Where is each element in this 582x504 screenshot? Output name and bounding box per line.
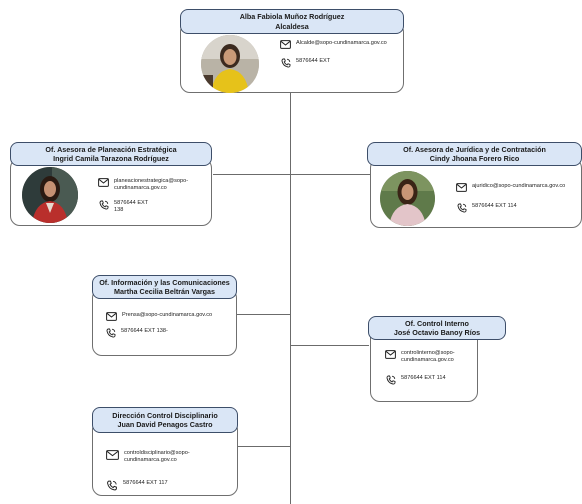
envelope-icon (385, 350, 396, 362)
email-text[interactable]: Prensa@sopo-cundinamarca.gov.co (122, 312, 213, 318)
email-text[interactable]: controlinterno@sopo-cundinamarca.gov.co (401, 350, 455, 364)
node-role: Of. Información y las Comunicaciones (99, 277, 230, 287)
phone-icon (281, 58, 291, 71)
node-name: Juan David Penagos Castro (117, 420, 213, 429)
node-role: Dirección Control Disciplinario (112, 410, 218, 420)
header-comunicaciones: Of. Información y las Comunicaciones Mar… (92, 275, 237, 299)
phone-icon (457, 203, 467, 216)
phone-row: 5876644 EXT (281, 58, 391, 71)
trunk-line (290, 92, 291, 504)
phone-row: 5876644 EXT 138- (106, 328, 216, 341)
node-role: Of. Asesora de Planeación Estratégica (45, 144, 177, 154)
photo-mayor (201, 35, 259, 93)
envelope-icon (98, 178, 109, 190)
email-row: Alcalde@sopo-cundinamarca.gov.co (280, 40, 400, 52)
header-mayor: Alba Fabiola Muñoz Rodríguez Alcaldesa (180, 9, 404, 34)
phone-row: 5876644 EXT 114 (457, 203, 567, 216)
email-text[interactable]: ajuridico@sopo-cundinamarca.gov.co (472, 183, 566, 189)
phone-icon (386, 375, 396, 388)
node-name: Cindy Jhoana Forero Rico (429, 154, 520, 163)
phone-row: 5876644 EXT 138 (99, 200, 149, 214)
node-role: Of. Control Interno (405, 318, 469, 328)
connector-planeacion (213, 174, 290, 175)
envelope-icon (106, 450, 119, 463)
phone-text: 5876644 EXT (296, 58, 331, 64)
connector-disciplinario (238, 446, 290, 447)
email-text[interactable]: controldisciplinario@sopo-cundinamarca.g… (124, 450, 190, 464)
envelope-icon (456, 183, 467, 195)
header-juridica: Of. Asesora de Jurídica y de Contratació… (367, 142, 582, 166)
email-row: ajuridico@sopo-cundinamarca.gov.co (456, 183, 580, 195)
envelope-icon (106, 312, 117, 324)
email-text[interactable]: planeacionestrategica@sopo-cundinamarca.… (114, 178, 189, 192)
node-name: José Octavio Banoy Ríos (393, 328, 481, 337)
header-planeacion: Of. Asesora de Planeación Estratégica In… (10, 142, 212, 166)
connector-juridica (291, 174, 370, 175)
node-name: Alcaldesa (275, 21, 309, 31)
email-row: Prensa@sopo-cundinamarca.gov.co (106, 312, 234, 324)
phone-text: 5876644 EXT 117 (123, 480, 168, 486)
phone-text: 5876644 EXT 138 (114, 200, 149, 214)
node-role: Alba Fabiola Muñoz Rodríguez (239, 12, 345, 21)
email-row: planeacionestrategica@sopo-cundinamarca.… (98, 178, 202, 192)
phone-icon (99, 200, 109, 213)
node-role: Of. Asesora de Jurídica y de Contratació… (403, 144, 546, 154)
header-disciplinario: Dirección Control Disciplinario Juan Dav… (92, 407, 238, 433)
phone-row: 5876644 EXT 117 (106, 480, 216, 494)
connector-control-interno (291, 345, 369, 346)
connector-comunicaciones (237, 314, 290, 315)
phone-icon (106, 480, 118, 494)
header-control-interno: Of. Control Interno José Octavio Banoy R… (368, 316, 506, 340)
photo-planeacion (22, 167, 78, 223)
phone-text: 5876644 EXT 138- (121, 328, 168, 334)
phone-text: 5876644 EXT 114 (472, 203, 517, 209)
email-row: controlinterno@sopo-cundinamarca.gov.co (385, 350, 475, 364)
node-name: Ingrid Camila Tarazona Rodríguez (53, 154, 169, 163)
phone-icon (106, 328, 116, 341)
email-text[interactable]: Alcalde@sopo-cundinamarca.gov.co (296, 40, 387, 46)
phone-text: 5876644 EXT 114 (401, 375, 446, 381)
email-row: controldisciplinario@sopo-cundinamarca.g… (106, 450, 234, 464)
phone-row: 5876644 EXT 114 (386, 375, 474, 388)
photo-juridica (380, 171, 435, 226)
envelope-icon (280, 40, 291, 52)
node-control-interno (370, 328, 478, 402)
node-name: Martha Cecilia Beltrán Vargas (113, 287, 216, 296)
